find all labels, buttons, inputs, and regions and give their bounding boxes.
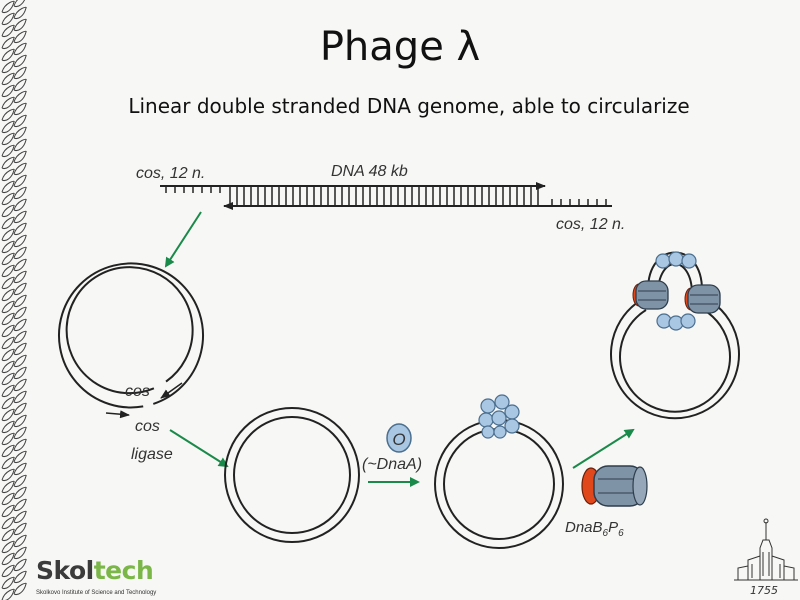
cos-nick-arrow-top (160, 382, 183, 399)
o-protein-bottom (656, 313, 696, 331)
skoltech-tagline: Skolkovo Institute of Science and Techno… (36, 590, 157, 596)
slide-subtitle: Linear double stranded DNA genome, able … (128, 94, 690, 118)
dna-base-pairs (229, 186, 539, 206)
cos-nick-arrow-bottom (105, 410, 130, 419)
cos-left-label: cos, 12 n. (136, 165, 205, 182)
dnab-helicase-right (684, 284, 721, 314)
dnaa-note: (~DnaA) (362, 456, 422, 473)
dnab-helicase-complex (581, 465, 648, 507)
msu-building-emblem (734, 518, 798, 581)
o-bound-circular-dna (434, 394, 564, 549)
cos-right-sticky-end (551, 199, 607, 206)
closed-circular-dna (224, 407, 360, 543)
circularize-arrow (164, 211, 202, 268)
ligase-arrow (169, 429, 229, 468)
linear-dna (160, 182, 612, 210)
skoltech-logo: Skoltech Skolkovo Institute of Science a… (33, 556, 168, 600)
cos-right-label: cos, 12 n. (556, 216, 625, 233)
decorative-rope-border (1, 0, 27, 600)
nicked-circular-dna (58, 262, 204, 419)
helicase-loading-arrow (572, 428, 635, 469)
dna-length-label: DNA 48 kb (331, 163, 408, 180)
o-protein-cluster (478, 394, 520, 439)
dnab-helicase-left (632, 280, 669, 310)
cos-top-label: cos (125, 383, 150, 400)
ligase-label: ligase (131, 446, 173, 463)
cos-left-sticky-end (165, 186, 221, 193)
protein-o: O (386, 423, 412, 453)
dnab-label: DnaB6P6 (565, 519, 624, 539)
replication-bubble-dna (610, 251, 740, 420)
skoltech-wordmark: Skoltech (36, 556, 154, 585)
slide-title: Phage λ (319, 24, 481, 70)
msu-year: 1755 (750, 584, 778, 597)
o-protein-top (655, 251, 697, 269)
cos-bottom-label: cos (135, 418, 160, 435)
protein-o-label: O (392, 430, 405, 449)
